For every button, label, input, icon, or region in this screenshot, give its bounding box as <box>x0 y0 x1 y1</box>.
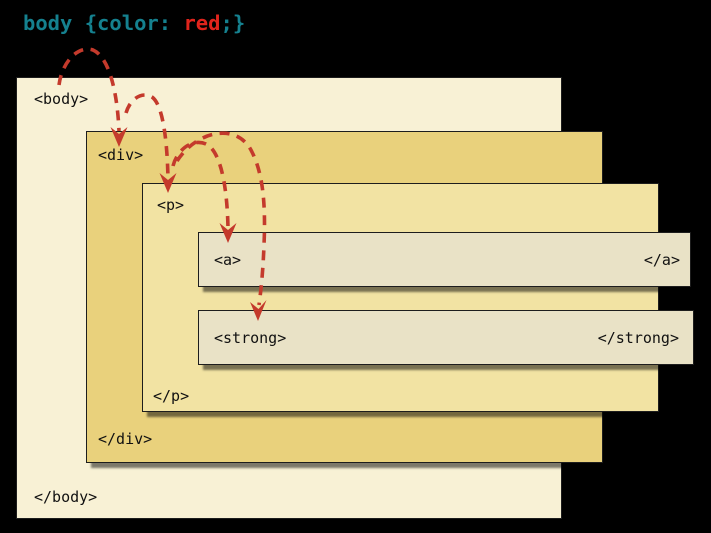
a-open-tag: <a> <box>214 250 242 269</box>
css-rule-value: red <box>183 11 221 35</box>
div-open-tag: <div> <box>98 146 144 164</box>
a-element-box: <a> </a> <box>198 232 691 287</box>
p-element-box: <p> </p> <box>142 183 659 412</box>
div-close-tag: </div> <box>98 430 153 448</box>
a-close-tag: </a> <box>643 250 680 269</box>
body-open-tag: <body> <box>34 90 89 108</box>
body-close-tag: </body> <box>34 488 98 506</box>
strong-element-box: <strong> </strong> <box>198 310 694 365</box>
p-close-tag: </p> <box>153 387 190 405</box>
css-rule-code: body {color: red;} <box>23 11 245 35</box>
css-rule-closing: ;} <box>220 11 246 35</box>
css-rule-selector-property: body {color: <box>23 11 184 35</box>
strong-open-tag: <strong> <box>214 328 287 347</box>
p-open-tag: <p> <box>157 196 185 214</box>
strong-close-tag: </strong> <box>597 328 679 347</box>
